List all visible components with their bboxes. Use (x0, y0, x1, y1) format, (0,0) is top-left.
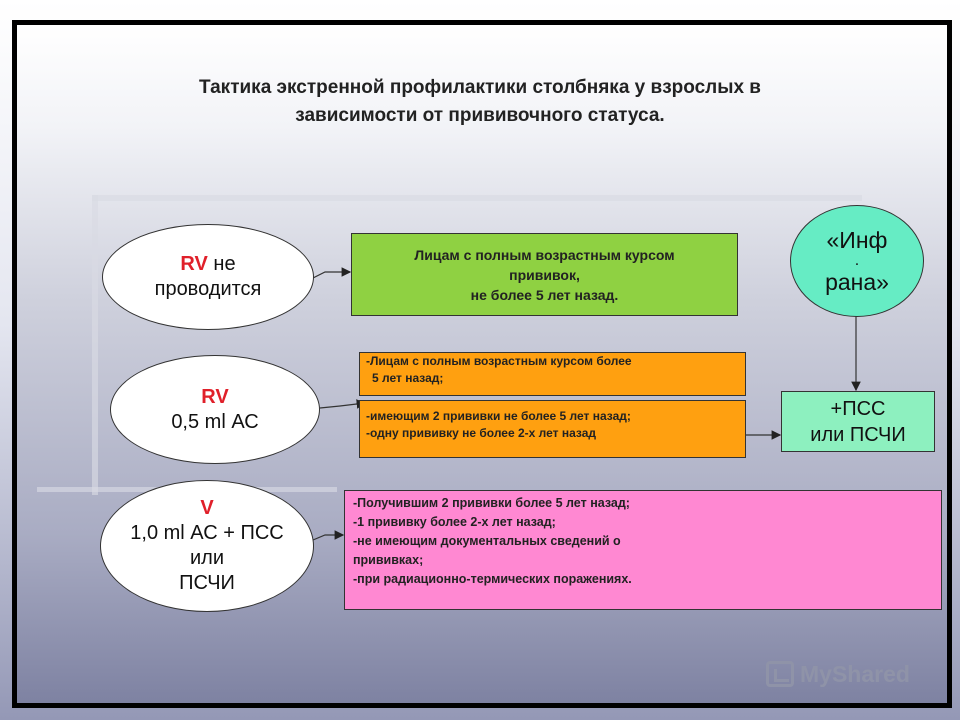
inf-dot: . (854, 252, 860, 269)
presentation-icon (766, 661, 794, 687)
green-box-line2: прививок, (509, 266, 580, 283)
pink-line2: -1 прививку более 2-х лет назад; (353, 515, 556, 529)
v-dose-label: V (200, 497, 214, 519)
inf-line1: «Инф (826, 227, 888, 253)
orange-top-line1: -Лицам с полным возрастным курсом более (366, 354, 632, 368)
box-full-course-recent: Лицам с полным возрастным курсом прививо… (351, 233, 738, 316)
orange-bottom-line2: -одну прививку не более 2-х лет назад (366, 426, 597, 440)
oval-infected-wound: «Инф . рана» (790, 205, 924, 317)
arrow-rv-dose-to-orange (319, 399, 367, 409)
decor-band-top (92, 195, 862, 201)
rv-label: RV (180, 253, 208, 275)
oval-rv-not-performed-line2: проводится (154, 278, 262, 300)
rv-none-text: не (207, 253, 236, 275)
watermark-logo: MyShared (766, 656, 926, 692)
pink-line3: -не имеющим документальных сведений о (353, 534, 621, 548)
result-line1: +ПСС (830, 397, 886, 420)
box-full-course-old: -Лицам с полным возрастным курсом более … (359, 352, 746, 396)
green-box-line1: Лицам с полным возрастным курсом (414, 246, 675, 263)
decor-band-left (92, 195, 98, 495)
orange-bottom-line1: -имеющим 2 прививки не более 5 лет назад… (366, 409, 631, 423)
pink-line4: прививках; (353, 553, 424, 567)
green-box-line3: не более 5 лет назад. (470, 286, 619, 303)
v-dose-line4: ПСЧИ (179, 572, 235, 594)
pink-line1: -Получившим 2 прививки более 5 лет назад… (353, 496, 630, 510)
oval-rv-not-performed-line1: RV не (180, 252, 235, 277)
oval-v-dose: V 1,0 ml АС + ПСС или ПСЧИ (100, 480, 314, 612)
inf-line2: рана» (825, 269, 889, 295)
arrow-rv-none-to-green (312, 267, 352, 279)
oval-rv-dose: RV 0,5 ml АС (110, 355, 320, 464)
title-line-2: зависимости от прививочного статуса. (295, 105, 665, 126)
rv-dose-amount: 0,5 ml АС (171, 410, 259, 433)
pink-line5: -при радиационно-термических поражениях. (353, 572, 632, 586)
orange-top-line2: 5 лет назад; (372, 371, 444, 385)
oval-rv-not-performed: RV не проводится (102, 224, 314, 330)
box-v-indications: -Получившим 2 прививки более 5 лет назад… (344, 490, 942, 610)
watermark-text: MyShared (800, 660, 910, 687)
result-line2: или ПСЧИ (810, 423, 906, 446)
v-dose-line3: или (189, 547, 224, 569)
title-line-1: Тактика экстренной профилактики столбняк… (198, 77, 761, 98)
rv-dose-label: RV (201, 385, 229, 408)
box-pss-or-pschi: +ПСС или ПСЧИ (781, 391, 935, 452)
box-partial-vaccination: -имеющим 2 прививки не более 5 лет назад… (359, 400, 746, 458)
slide-title: Тактика экстренной профилактики столбняк… (90, 74, 870, 130)
v-dose-line2: 1,0 ml АС + ПСС (130, 522, 284, 544)
arrow-v-dose-to-pink (312, 530, 345, 541)
